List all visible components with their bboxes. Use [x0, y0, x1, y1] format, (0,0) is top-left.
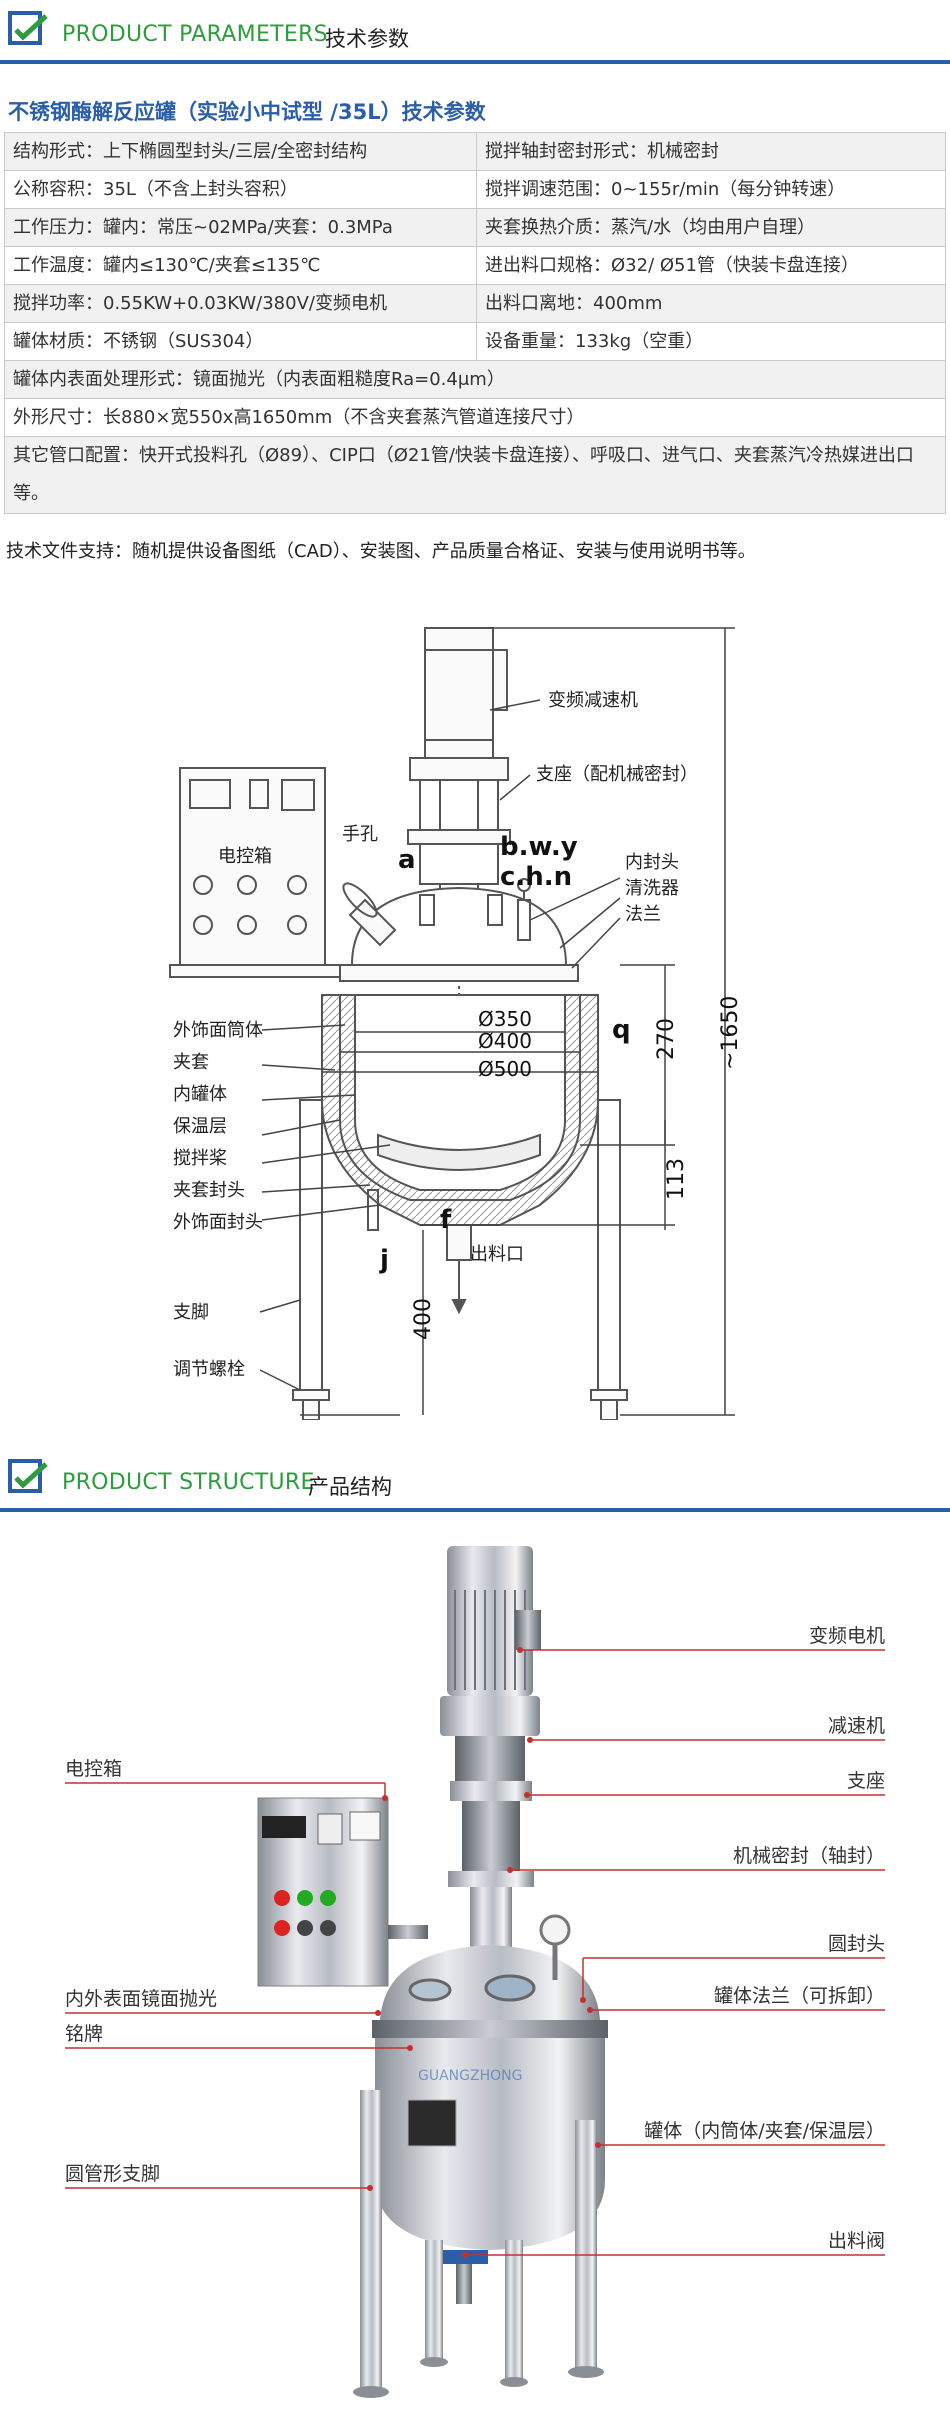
label-insulation: 保温层	[173, 1116, 227, 1137]
agitator-blade-shape	[377, 1133, 541, 1171]
callout-outlet-valve: 出料阀	[828, 2230, 885, 2252]
motor-body-shape	[424, 627, 494, 759]
parameters-header: PRODUCT PARAMETERS 技术参数	[0, 0, 950, 64]
parameters-title-zh: 技术参数	[325, 27, 409, 51]
table-row: 罐体材质：不锈钢（SUS304）设备重量：133kg（空重）	[4, 322, 946, 361]
table-row: 其它管口配置：快开式投料孔（Ø89）、CIP口（Ø21管/快装卡盘连接）、呼吸口…	[4, 436, 946, 514]
label-adjust-bolt: 调节螺栓	[173, 1359, 245, 1380]
top-flange-shape	[339, 964, 579, 982]
tech-doc-note: 技术文件支持：随机提供设备图纸（CAD）、安装图、产品质量合格证、安装与使用说明…	[6, 541, 756, 562]
callout-nameplate: 铭牌	[65, 2023, 103, 2045]
table-row: 公称容积：35L（不含上封头容积）搅拌调速范围：0~155r/min（每分钟转速…	[4, 170, 946, 209]
label-dia-400: Ø400	[478, 1029, 532, 1053]
spec-table: 结构形式：上下椭圆型封头/三层/全密封结构搅拌轴封密封形式：机械密封 公称容积：…	[4, 132, 946, 514]
spec-cell: 工作压力：罐内：常压~02MPa/夹套：0.3MPa	[4, 208, 477, 247]
reactor-drawing: 变频减速机 支座（配机械密封） 电控箱 手孔 内封头 清洗器 法兰 外饰面筒体 …	[169, 627, 743, 1420]
label-support-seat: 支座（配机械密封）	[536, 764, 698, 785]
leg-shape-right	[597, 1099, 621, 1391]
table-row: 外形尺寸：长880×宽550x高1650mm（不含夹套蒸汽管道连接尺寸）	[4, 398, 946, 437]
spec-cell: 结构形式：上下椭圆型封头/三层/全密封结构	[4, 132, 477, 171]
seat-shape	[450, 1781, 532, 1801]
label-legs: 支脚	[173, 1302, 209, 1323]
watermark-text: GUANGZHONG	[418, 2068, 522, 2084]
label-a: a	[398, 845, 416, 875]
label-inner-tank: 内罐体	[173, 1084, 227, 1105]
spec-cell: 公称容积：35L（不含上封头容积）	[4, 170, 477, 209]
label-chn: c.h.n	[500, 862, 572, 892]
tank-body-shape	[375, 2038, 605, 2250]
callout-motor: 变频电机	[809, 1625, 885, 1647]
nameplate-shape	[407, 2099, 457, 2147]
inner-tank-shape	[354, 994, 566, 1191]
spec-cell: 夹套换热介质：蒸汽/水（均由用户自理）	[476, 208, 946, 247]
label-jacket: 夹套	[173, 1052, 209, 1073]
label-control-box: 电控箱	[218, 846, 272, 867]
label-j: j	[379, 1245, 389, 1275]
product-illustration: GUANGZHONG 变频电机 减速机 支座 机械密封（轴封） 圆封头 罐体法兰…	[65, 1546, 885, 2398]
spec-cell: 搅拌调速范围：0~155r/min（每分钟转速）	[476, 170, 946, 209]
label-flange: 法兰	[625, 904, 661, 925]
table-row: 罐体内表面处理形式：镜面抛光（内表面粗糙度Ra=0.4μm）	[4, 360, 946, 399]
spec-cell: 搅拌轴封密封形式：机械密封	[476, 132, 946, 171]
label-outlet: 出料口	[470, 1244, 524, 1265]
callout-round-legs: 圆管形支脚	[65, 2163, 160, 2185]
spec-cell: 其它管口配置：快开式投料孔（Ø89）、CIP口（Ø21管/快装卡盘连接）、呼吸口…	[4, 436, 946, 514]
spec-cell: 搅拌功率：0.55KW+0.03KW/380V/变频电机	[4, 284, 477, 323]
callout-tank-flange: 罐体法兰（可拆卸）	[714, 1985, 885, 2007]
reducer-shape	[440, 1696, 540, 1736]
label-washer: 清洗器	[625, 878, 679, 899]
company-logo-icon	[8, 11, 48, 45]
label-dia-500: Ø500	[478, 1057, 532, 1081]
spec-cell: 罐体材质：不锈钢（SUS304）	[4, 322, 477, 361]
callout-mirror-polish: 内外表面镜面抛光	[65, 1988, 217, 2010]
label-q: q	[612, 1015, 631, 1045]
spec-cell: 设备重量：133kg（空重）	[476, 322, 946, 361]
dim-113: 113	[664, 1158, 689, 1200]
label-outer-head: 外饰面封头	[173, 1212, 263, 1233]
table-row: 结构形式：上下椭圆型封头/三层/全密封结构搅拌轴封密封形式：机械密封	[4, 132, 946, 171]
label-manhole: 手孔	[342, 824, 378, 845]
structure-header: PRODUCT STRUCTURE 产品结构	[0, 1448, 950, 1512]
spec-table-title: 不锈钢酶解反应罐（实验小中试型 /35L）技术参数	[8, 100, 486, 124]
spec-cell: 外形尺寸：长880×宽550x高1650mm（不含夹套蒸汽管道连接尺寸）	[4, 398, 946, 437]
label-agitator: 搅拌桨	[173, 1148, 227, 1169]
leg-shape	[360, 2090, 382, 2390]
callout-control-box: 电控箱	[65, 1758, 122, 1780]
spec-cell: 进出料口规格：Ø32/ Ø51管（快装卡盘连接）	[476, 246, 946, 285]
table-row: 搅拌功率：0.55KW+0.03KW/380V/变频电机出料口离地：400mm	[4, 284, 946, 323]
callout-tank-body: 罐体（内筒体/夹套/保温层）	[644, 2120, 885, 2142]
spec-cell: 罐体内表面处理形式：镜面抛光（内表面粗糙度Ra=0.4μm）	[4, 360, 946, 399]
label-dia-350: Ø350	[478, 1007, 532, 1031]
spec-cell: 工作温度：罐内≤130℃/夹套≤135℃	[4, 246, 477, 285]
callout-reducer: 减速机	[828, 1715, 885, 1737]
company-logo-icon	[8, 1459, 48, 1493]
tank-flange-shape	[372, 2020, 608, 2038]
dim-400: 400	[411, 1298, 436, 1340]
callout-round-head: 圆封头	[828, 1933, 885, 1955]
dim-270: 270	[654, 1018, 679, 1060]
leg-shape-left	[299, 1099, 323, 1391]
dim-1650: ~1650	[718, 996, 743, 1070]
structure-divider	[0, 1508, 950, 1512]
callout-seal: 机械密封（轴封）	[733, 1845, 885, 1867]
label-outer-shell: 外饰面筒体	[173, 1020, 263, 1041]
spec-cell: 出料口离地：400mm	[476, 284, 946, 323]
label-jacket-head: 夹套封头	[173, 1180, 245, 1201]
parameters-title-en: PRODUCT PARAMETERS	[62, 22, 328, 47]
label-vfd-reducer: 变频减速机	[548, 690, 638, 711]
label-inner-head: 内封头	[625, 852, 679, 873]
parameters-divider	[0, 60, 950, 64]
structure-title-zh: 产品结构	[308, 1475, 392, 1499]
motor-shape	[447, 1546, 533, 1696]
label-f: f	[440, 1205, 452, 1235]
structure-title-en: PRODUCT STRUCTURE	[62, 1470, 315, 1495]
callout-seat: 支座	[847, 1770, 885, 1792]
label-bwy: b.w.y	[500, 832, 578, 862]
